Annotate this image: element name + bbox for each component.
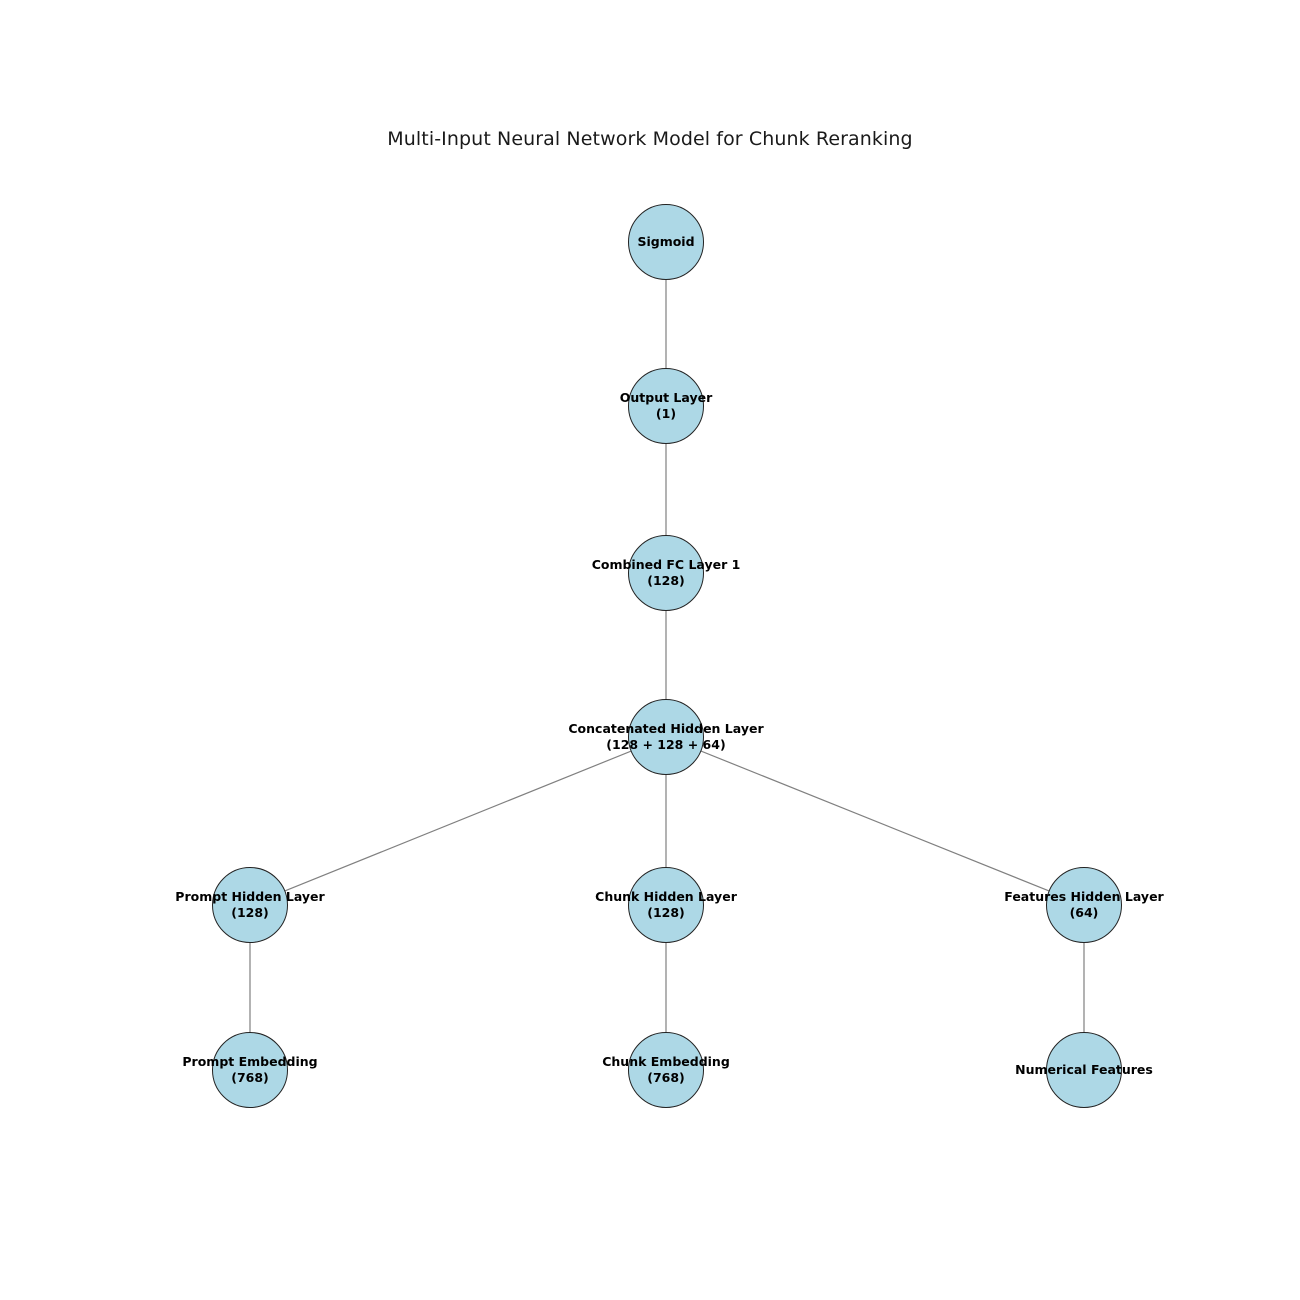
node-label-output: Output Layer (1) [619,390,713,421]
node-prompt_embed[interactable]: Prompt Embedding (768) [182,1032,318,1108]
node-label-num_features: Numerical Features [1015,1062,1153,1077]
node-chunk_hidden[interactable]: Chunk Hidden Layer (128) [595,867,737,943]
node-combined_fc[interactable]: Combined FC Layer 1 (128) [592,535,740,611]
node-concat[interactable]: Concatenated Hidden Layer (128 + 128 + 6… [568,699,764,775]
node-output[interactable]: Output Layer (1) [620,368,712,444]
node-label-combined_fc: Combined FC Layer 1 (128) [591,557,741,588]
node-label-chunk_hidden: Chunk Hidden Layer (128) [595,889,737,920]
node-num_features[interactable]: Numerical Features [1015,1032,1153,1108]
node-label-sigmoid: Sigmoid [637,234,695,249]
node-label-concat: Concatenated Hidden Layer (128 + 128 + 6… [568,721,764,752]
node-label-feat_hidden: Features Hidden Layer (64) [1004,889,1164,920]
node-label-chunk_embed: Chunk Embedding (768) [602,1054,730,1085]
node-chunk_embed[interactable]: Chunk Embedding (768) [602,1032,730,1108]
node-prompt_hidden[interactable]: Prompt Hidden Layer (128) [175,867,325,943]
page-title: Multi-Input Neural Network Model for Chu… [387,128,913,150]
node-label-prompt_embed: Prompt Embedding (768) [182,1054,318,1085]
node-feat_hidden[interactable]: Features Hidden Layer (64) [1004,867,1164,943]
node-sigmoid[interactable]: Sigmoid [628,204,704,280]
node-label-prompt_hidden: Prompt Hidden Layer (128) [175,889,325,920]
